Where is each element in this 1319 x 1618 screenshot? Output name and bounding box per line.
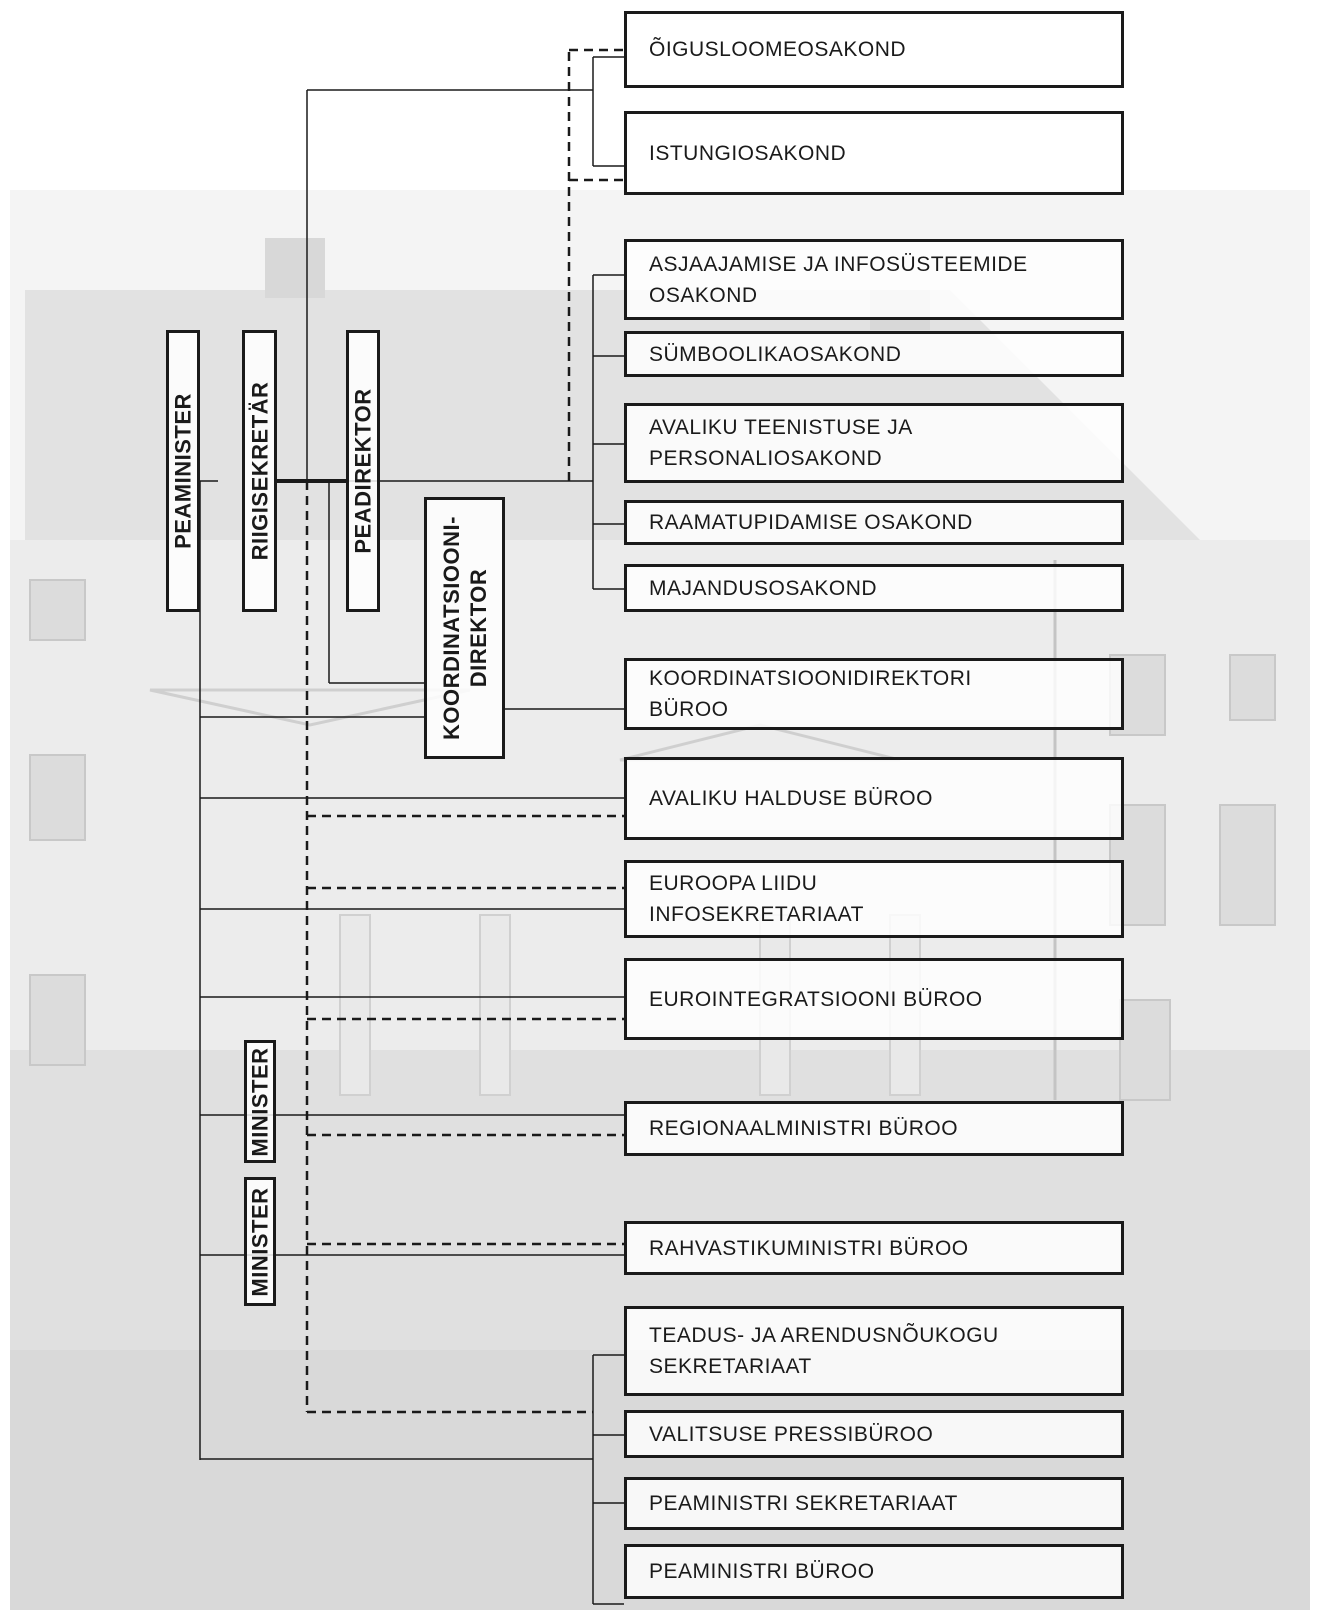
dept-istungiosakond: ISTUNGIOSAKOND [624, 111, 1124, 195]
dept-regionaalministri-buroo: REGIONAALMINISTRI BÜROO [624, 1101, 1124, 1156]
dept-koordinatsioonidirektori-buroo: KOORDINATSIOONIDIREKTORI BÜROO [624, 658, 1124, 730]
dept-symboolikaosakond: SÜMBOOLIKAOSAKOND [624, 331, 1124, 377]
dept-euroopa-liidu-infosekretariaat: EUROOPA LIIDU INFOSEKRETARIAAT [624, 860, 1124, 938]
koordinatsioonidirektor-label: KOORDINATSIOONI- DIREKTOR [438, 516, 491, 740]
dept-asjaajamise-ja-infosusteemide-osakond: ASJAAJAMISE JA INFOSÜSTEEMIDE OSAKOND [624, 239, 1124, 320]
riigisekretar-label: RIIGISEKRETÄR [247, 381, 272, 561]
dept-peaministri-buroo: PEAMINISTRI BÜROO [624, 1544, 1124, 1599]
dept-avaliku-halduse-buroo: AVALIKU HALDUSE BÜROO [624, 757, 1124, 840]
dept-peaministri-sekretariaat: PEAMINISTRI SEKRETARIAAT [624, 1477, 1124, 1530]
dept-teadus-ja-arendusnoukogu-sekretariaat: TEADUS- JA ARENDUSNÕUKOGU SEKRETARIAAT [624, 1306, 1124, 1396]
dept-rahvastikuministri-buroo: RAHVASTIKUMINISTRI BÜROO [624, 1221, 1124, 1275]
peadirektor-label: PEADIREKTOR [350, 388, 376, 554]
minister-box-2: MINISTER [244, 1177, 276, 1306]
koordinatsioonidirektor-box: KOORDINATSIOONI- DIREKTOR [424, 497, 505, 759]
peadirektor-box: PEADIREKTOR [346, 330, 380, 612]
minister-box-1: MINISTER [244, 1040, 276, 1163]
peaminister-box: PEAMINISTER [166, 330, 200, 612]
dept-valitsuse-pressiburoo: VALITSUSE PRESSIBÜROO [624, 1410, 1124, 1458]
dept-avaliku-teenistuse-ja-personaliosakond: AVALIKU TEENISTUSE JA PERSONALIOSAKOND [624, 403, 1124, 483]
dept-raamatupidamise-osakond: RAAMATUPIDAMISE OSAKOND [624, 500, 1124, 545]
minister-label-2: MINISTER [247, 1186, 273, 1297]
dept-eurointegratsiooni-buroo: EUROINTEGRATSIOONI BÜROO [624, 958, 1124, 1040]
minister-label-1: MINISTER [247, 1046, 273, 1157]
riigisekretar-box: RIIGISEKRETÄR [242, 330, 277, 612]
dept-oigusloomeosakond: ÕIGUSLOOMEOSAKOND [624, 11, 1124, 88]
peaminister-label: PEAMINISTER [170, 393, 196, 549]
dept-majandusosakond: MAJANDUSOSAKOND [624, 564, 1124, 612]
